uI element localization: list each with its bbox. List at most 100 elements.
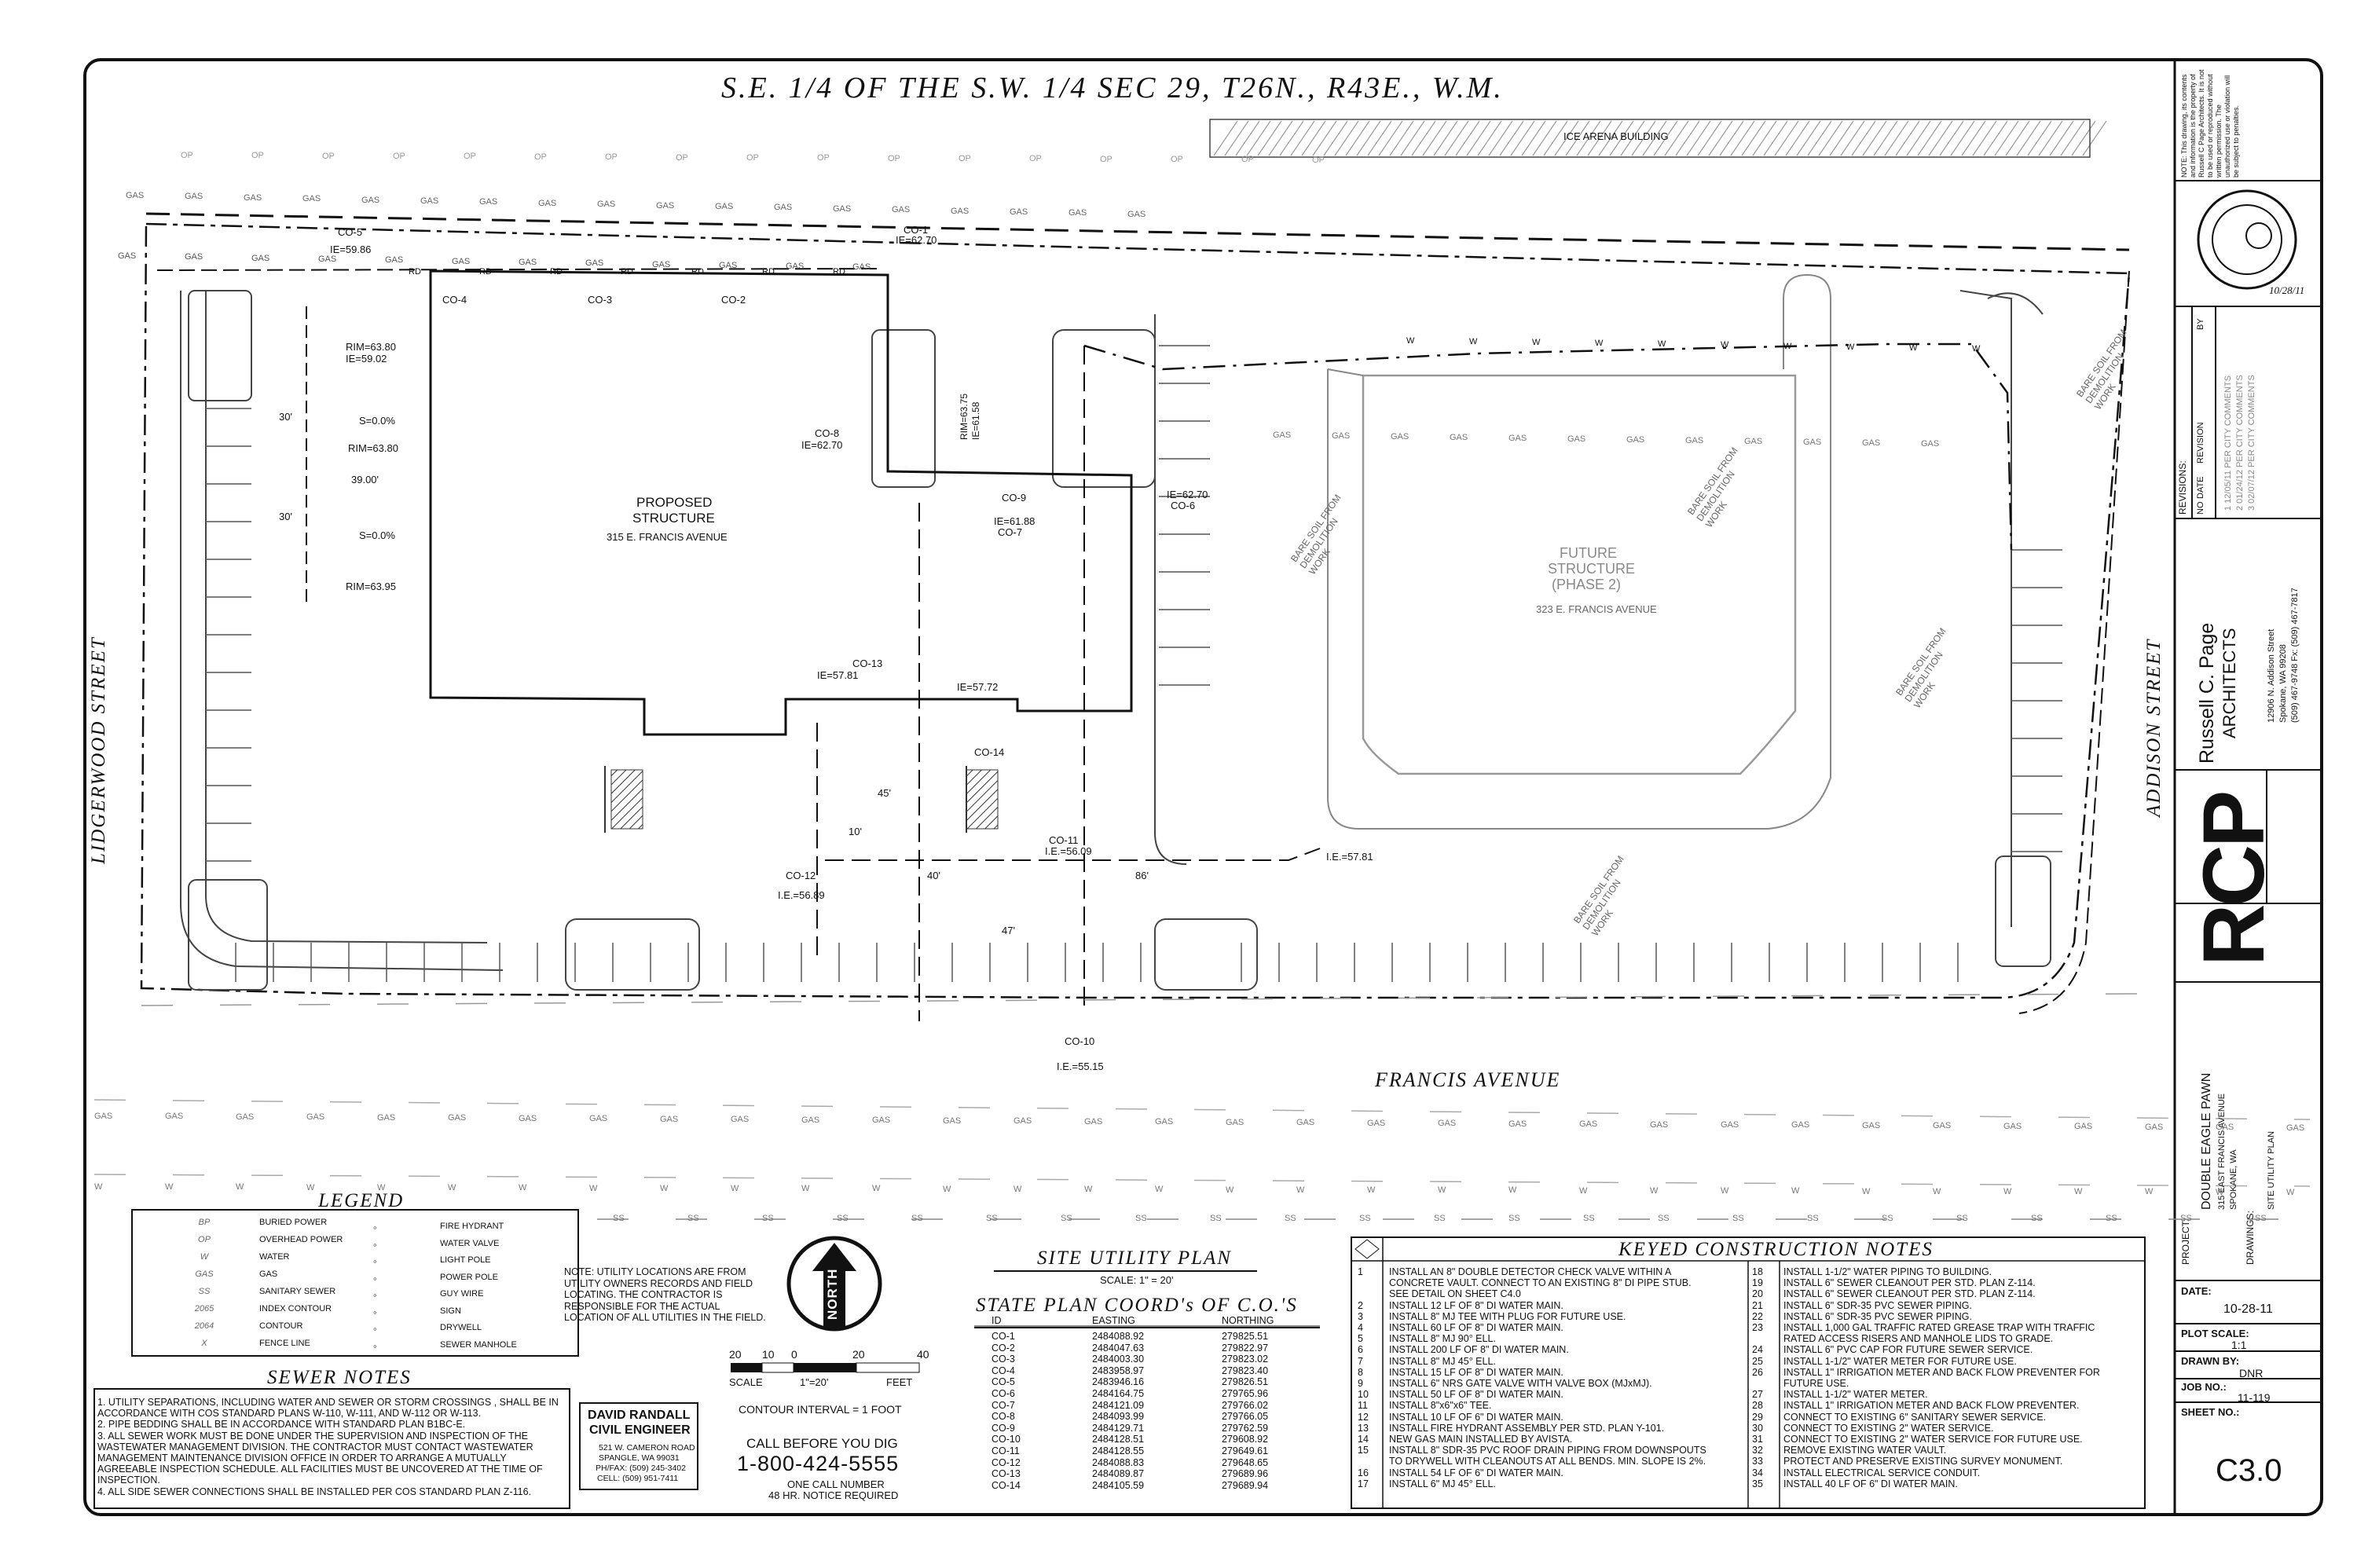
legend-icon: ◦ [373,1255,377,1267]
keyed-note-text: INSTALL 1-1/2" WATER PIPING TO BUILDING. [1783,1266,1992,1277]
future-structure-line3: (PHASE 2) [1552,577,1622,592]
gas-line-label: GAS [715,201,734,211]
plan-label: IE=59.02 [346,353,387,365]
water-line-label: W [236,1182,244,1192]
gas-line-label: GAS [185,252,203,262]
drawn-by-value: DNR [2239,1367,2264,1379]
roof-drain-label: RD [479,267,492,277]
legend-symbol: BP [198,1218,211,1227]
keyed-note-text: CONNECT TO EXISTING 2" WATER SERVICE FOR… [1783,1434,2083,1445]
coords-cell: CO-5 [992,1376,1015,1388]
legend-icon-label: GUY WIRE [440,1289,484,1299]
water-line-label: W [589,1183,598,1193]
plan-label: CO-11 [1049,834,1079,846]
coords-title: STATE PLAN COORD's OF C.O.'S [976,1295,1298,1316]
keyed-note-number: 16 [1358,1467,1369,1478]
coords-cell: 2484128.51 [1092,1434,1145,1445]
water-line-label: W [1469,337,1478,347]
legend-icon: ◦ [373,1238,377,1251]
roof-drain-label: RD [833,267,845,277]
engineer-city: SPANGLE, WA 99031 [599,1453,680,1463]
water-line-label: W [377,1182,386,1192]
keyed-note-text: INSTALL 54 LF OF 6" DI WATER MAIN. [1389,1467,1563,1478]
keyed-note-number: 2 [1358,1299,1363,1311]
gas-line-label: GAS [318,254,337,264]
gas-line-label: GAS [1567,434,1586,444]
legend-icon-label: WATER VALVE [440,1238,500,1248]
keyed-notes-title: KEYED CONSTRUCTION NOTES [1618,1239,1934,1260]
plan-label: CO-10 [1065,1035,1095,1047]
plan-label: CO-6 [1171,500,1196,511]
water-line-label: W [2145,1187,2154,1197]
sewer-line-label: SS [1061,1214,1072,1223]
gas-line-label: GAS [656,200,675,211]
keyed-note-number: 13 [1358,1422,1369,1434]
gas-line-label: GAS [1450,433,1468,442]
water-line-label: W [1933,1186,1941,1196]
gas-line-label: GAS [786,262,805,272]
gas-line-label: GAS [801,1115,820,1125]
plan-label: IE=59.86 [330,244,372,255]
gas-line-label: GAS [1226,1117,1244,1127]
keyed-note-text: NEW GAS MAIN INSTALLED BY AVISTA. [1389,1434,1573,1445]
water-line-label: W [872,1184,881,1194]
revision-header: BY [2196,318,2205,330]
power-line-label: OP [534,152,547,162]
keyed-note-text: INSTALL 8" MJ 90° ELL. [1389,1333,1496,1345]
water-line-label: W [1595,339,1604,349]
power-line-label: OP [746,152,759,163]
water-line-label: W [1862,1186,1871,1196]
keyed-note-number [1358,1277,1389,1288]
coords-cell: 279648.65 [1222,1456,1269,1468]
plan-label: RIM=63.75 [959,393,970,440]
gas-line-label: GAS [452,256,471,266]
plan-label: CO-13 [852,658,883,669]
gas-line-label: GAS [448,1113,467,1123]
future-structure-line2: STRUCTURE [1548,561,1635,577]
seal-date: 10/28/11 [2269,284,2305,296]
scale-feet: FEET [886,1376,913,1388]
coords-cell: 2484088.83 [1092,1456,1145,1468]
keyed-note: FUTURE USE. [1752,1378,2141,1389]
water-line-label: W [1084,1185,1093,1195]
coords-cell: CO-14 [992,1479,1021,1491]
keyed-note-number: 26 [1752,1366,1763,1378]
keyed-note-number: 7 [1358,1355,1363,1367]
sewer-line-label: SS [2106,1214,2117,1223]
coords-cell: 279766.05 [1222,1411,1269,1423]
firm-address: 12906 N. Addison Street [2267,628,2276,723]
keyed-note: TO DRYWELL WITH CLEANOUTS AT ALL BENDS. … [1358,1456,1747,1467]
north-arrow-label: NORTH [825,1268,840,1320]
sewer-line-label: SS [1434,1214,1446,1223]
keyed-note-text: PROTECT AND PRESERVE EXISTING SURVEY MON… [1783,1456,2063,1467]
gas-line-label: GAS [597,200,616,210]
sewer-note: 2. PIPE BEDDING SHALL BE IN ACCORDANCE W… [97,1419,466,1431]
revision-header: REVISION [2196,422,2205,463]
coords-cell: 279823.40 [1222,1365,1269,1376]
keyed-note-text: CONNECT TO EXISTING 2" WATER SERVICE. [1783,1422,1994,1434]
roof-drain-label: RD [691,267,704,277]
keyed-note-text: INSTALL 1,000 GAL TRAFFIC RATED GREASE T… [1783,1322,2095,1334]
gas-line-label: GAS [2003,1121,2022,1131]
gas-line-label: GAS [1391,432,1409,441]
keyed-note-number [1358,1456,1389,1467]
sewer-line-label: SS [687,1214,699,1223]
legend-icon-label: POWER POLE [440,1272,498,1282]
coords-cell: CO-10 [992,1434,1021,1445]
plan-label: IE=62.70 [896,234,937,246]
coords-cell: CO-7 [992,1399,1015,1411]
gas-line-label: GAS [774,203,793,213]
sheet-number: C3.0 [2216,1453,2282,1488]
keyed-note-number: 18 [1752,1266,1763,1277]
keyed-note-number: 32 [1752,1445,1763,1456]
